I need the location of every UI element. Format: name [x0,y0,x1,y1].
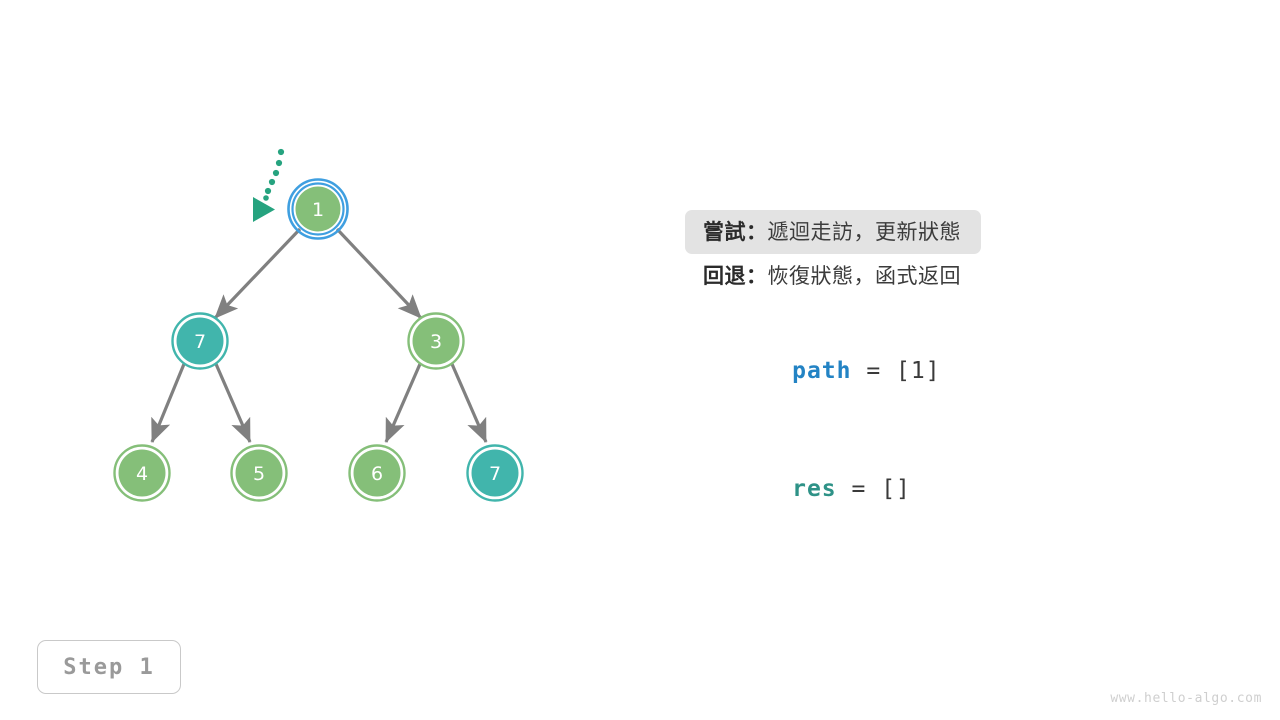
edge-7l-to-4 [150,363,186,443]
edge-3-to-7r [450,363,488,443]
node-1-active-ring [287,178,349,240]
binary-tree-diagram: 1 7 3 4 [113,148,524,502]
backtrack-phase-value: 恢復狀態，函式返回 [767,264,961,288]
tree-edges [150,227,488,443]
node-3-circle [412,317,460,365]
res-variable-value: [] [881,476,911,502]
node-7l-label: 7 [194,331,206,353]
path-variable-name: path [792,358,852,384]
tree-node-6[interactable]: 6 [348,444,406,502]
edge-7l-to-5 [214,363,252,443]
tree-node-3[interactable]: 3 [407,312,465,370]
path-variable-value: [1] [896,358,941,384]
node-6-circle [353,449,401,497]
try-phase-value: 遞迴走訪，更新狀態 [767,220,961,244]
tree-node-5[interactable]: 5 [230,444,288,502]
tree-node-4[interactable]: 4 [113,444,171,502]
node-4-label: 4 [136,463,148,485]
watermark: www.hello-algo.com [1110,691,1262,706]
node-7l-ring [171,312,229,370]
try-phase-key: 嘗試： [703,220,768,244]
node-6-label: 6 [371,463,383,485]
backtrack-phase-line: 回退：恢復狀態，函式返回 [685,254,1245,298]
edge-1-to-7l [213,227,302,320]
tree-node-1[interactable]: 1 [287,178,349,240]
res-assign-operator: = [836,476,882,502]
node-5-label: 5 [253,463,265,485]
pointer-dots [263,148,285,201]
tree-node-7-left[interactable]: 7 [171,312,229,370]
edge-3-to-6 [384,363,422,443]
node-1-label: 1 [312,199,324,221]
node-7r-circle [471,449,519,497]
node-6-ring [348,444,406,502]
backtrack-phase-key: 回退： [703,264,768,288]
try-phase-line: 嘗試：遞迴走訪，更新狀態 [685,210,981,254]
pointer-arrowhead-icon [253,197,275,222]
tree-nodes: 1 7 3 4 [113,178,524,502]
edge-1-to-3 [335,227,423,320]
tree-node-7-right[interactable]: 7 [466,444,524,502]
node-4-ring [113,444,171,502]
res-variable-line: res = [] [703,450,911,528]
node-1-inner-ring [291,182,345,236]
node-5-ring [230,444,288,502]
node-7r-ring [466,444,524,502]
node-1-circle [295,186,341,232]
res-variable-name: res [792,476,837,502]
node-3-ring [407,312,465,370]
path-variable-line: path = [1] [703,332,941,410]
node-7l-circle [176,317,224,365]
path-assign-operator: = [851,358,897,384]
node-3-label: 3 [430,331,442,353]
node-7r-label: 7 [489,463,501,485]
step-badge: Step 1 [37,640,181,694]
node-4-circle [118,449,166,497]
explanation-panel: 嘗試：遞迴走訪，更新狀態 回退：恢復狀態，函式返回 path = [1] res… [685,210,1245,502]
node-5-circle [235,449,283,497]
current-node-pointer [253,148,285,222]
watermark-text: www.hello-algo.com [1110,691,1262,706]
step-badge-label: Step 1 [63,654,155,680]
